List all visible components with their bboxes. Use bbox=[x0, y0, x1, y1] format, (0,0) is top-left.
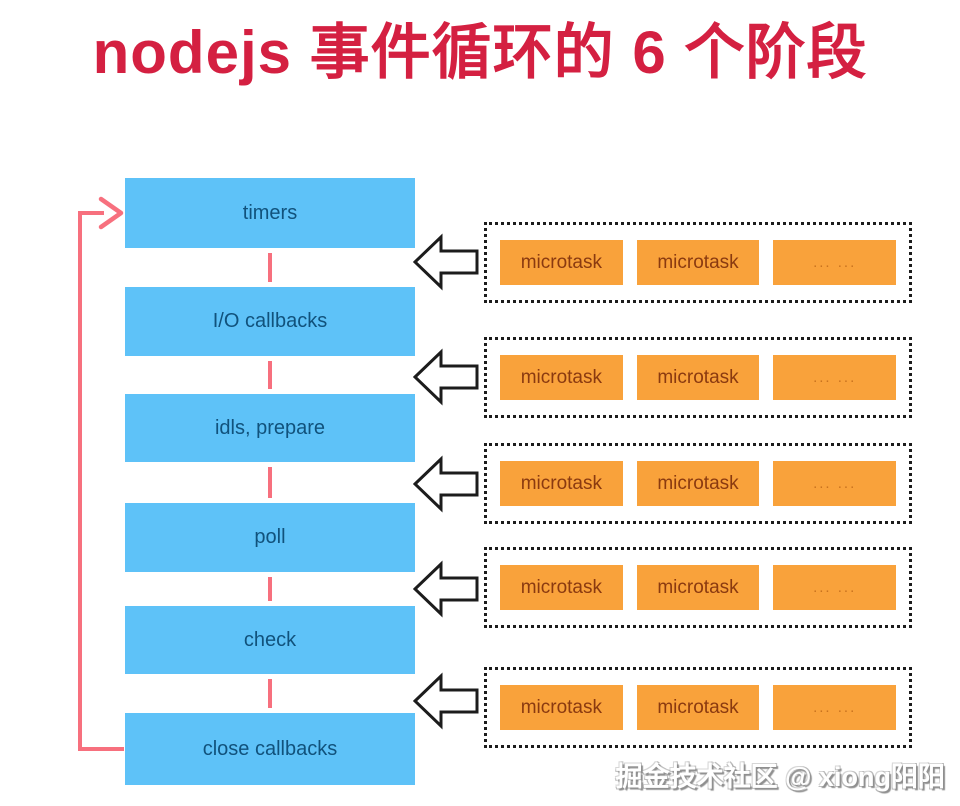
phase-box-i-o-callbacks: I/O callbacks bbox=[125, 287, 415, 356]
phase-connector-line bbox=[268, 467, 272, 498]
phase-label: timers bbox=[242, 201, 298, 224]
microtask-box: microtask bbox=[636, 355, 760, 400]
loop-arrowhead-icon bbox=[98, 196, 124, 230]
more-tasks-ellipsis-box: ... ... bbox=[773, 355, 897, 400]
microtask-box: microtask bbox=[636, 240, 760, 285]
microtask-box: microtask bbox=[500, 685, 623, 730]
microtask-box: microtask bbox=[500, 565, 623, 610]
more-tasks-ellipsis-box: ... ... bbox=[773, 461, 897, 506]
left-block-arrow-icon bbox=[413, 560, 479, 618]
loop-line bbox=[78, 211, 124, 751]
more-tasks-ellipsis-box: ... ... bbox=[773, 240, 897, 285]
microtask-box: microtask bbox=[636, 565, 760, 610]
phase-label: check bbox=[243, 628, 297, 651]
microtask-queue-group: microtask microtask ... ... bbox=[484, 667, 912, 748]
phase-box-check: check bbox=[125, 606, 415, 674]
more-tasks-ellipsis-box: ... ... bbox=[773, 565, 897, 610]
microtask-queue-group: microtask microtask ... ... bbox=[484, 443, 912, 524]
microtask-box: microtask bbox=[636, 461, 760, 506]
phase-connector-line bbox=[268, 679, 272, 708]
phase-box-timers: timers bbox=[125, 178, 415, 248]
phase-label: close callbacks bbox=[202, 737, 338, 760]
microtask-box: microtask bbox=[636, 685, 760, 730]
left-block-arrow-icon bbox=[413, 672, 479, 730]
microtask-queue-group: microtask microtask ... ... bbox=[484, 337, 912, 418]
phase-label: poll bbox=[254, 526, 286, 548]
page-title: nodejs 事件循环的 6 个阶段 bbox=[92, 19, 868, 86]
left-block-arrow-icon bbox=[413, 233, 479, 291]
left-block-arrow-icon bbox=[413, 455, 479, 513]
left-block-arrow-icon bbox=[413, 348, 479, 406]
microtask-box: microtask bbox=[500, 461, 623, 506]
watermark: 掘金技术社区 @ xiong阳阳 bbox=[615, 762, 945, 792]
phase-box-idls-prepare: idls, prepare bbox=[125, 394, 415, 462]
microtask-box: microtask bbox=[500, 355, 623, 400]
microtask-queue-group: microtask microtask ... ... bbox=[484, 222, 912, 303]
phase-connector-line bbox=[268, 361, 272, 389]
phase-box-poll: poll bbox=[125, 503, 415, 572]
phase-connector-line bbox=[268, 253, 272, 282]
microtask-box: microtask bbox=[500, 240, 623, 285]
phase-connector-line bbox=[268, 577, 272, 601]
phase-label: I/O callbacks bbox=[212, 310, 328, 332]
more-tasks-ellipsis-box: ... ... bbox=[773, 685, 897, 730]
phase-label: idls, prepare bbox=[214, 416, 326, 439]
phase-box-close-callbacks: close callbacks bbox=[125, 713, 415, 785]
microtask-queue-group: microtask microtask ... ... bbox=[484, 547, 912, 628]
